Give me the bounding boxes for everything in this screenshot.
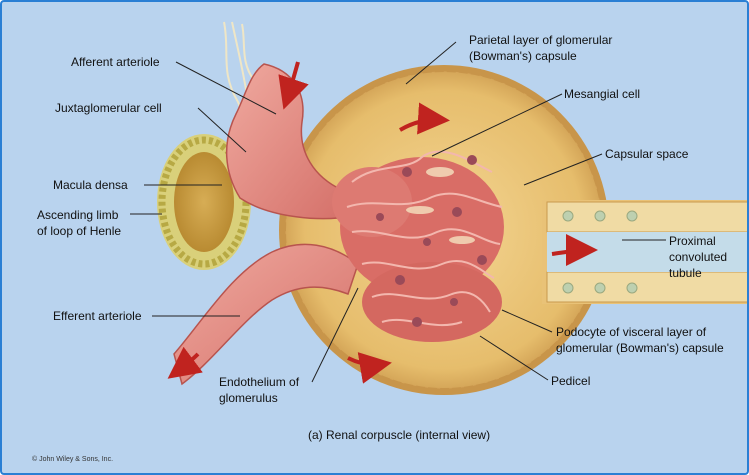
label-afferent-arteriole: Afferent arteriole [71, 55, 160, 69]
label-endothelium-2: glomerulus [219, 391, 278, 405]
label-juxtaglomerular-cell: Juxtaglomerular cell [55, 101, 162, 115]
label-proximal-2: convoluted [669, 250, 727, 264]
label-podocyte-2: glomerular (Bowman's) capsule [556, 341, 724, 355]
label-mesangial-cell: Mesangial cell [564, 87, 640, 101]
label-capsular-space: Capsular space [605, 147, 689, 161]
figure-caption: (a) Renal corpuscle (internal view) [308, 428, 490, 442]
label-efferent-arteriole: Efferent arteriole [53, 309, 142, 323]
label-pedicel: Pedicel [551, 374, 590, 388]
label-macula-densa: Macula densa [53, 178, 128, 192]
label-proximal-1: Proximal [669, 234, 716, 248]
label-endothelium-1: Endothelium of [219, 375, 300, 389]
label-proximal-3: tubule [669, 266, 702, 280]
label-podocyte-1: Podocyte of visceral layer of [556, 325, 707, 339]
label-ascending-limb-1: Ascending limb [37, 208, 119, 222]
label-ascending-limb-2: of loop of Henle [37, 224, 121, 238]
label-parietal-layer-2: (Bowman's) capsule [469, 49, 577, 63]
label-parietal-layer-1: Parietal layer of glomerular [469, 33, 612, 47]
copyright-notice: © John Wiley & Sons, Inc. [32, 455, 113, 463]
